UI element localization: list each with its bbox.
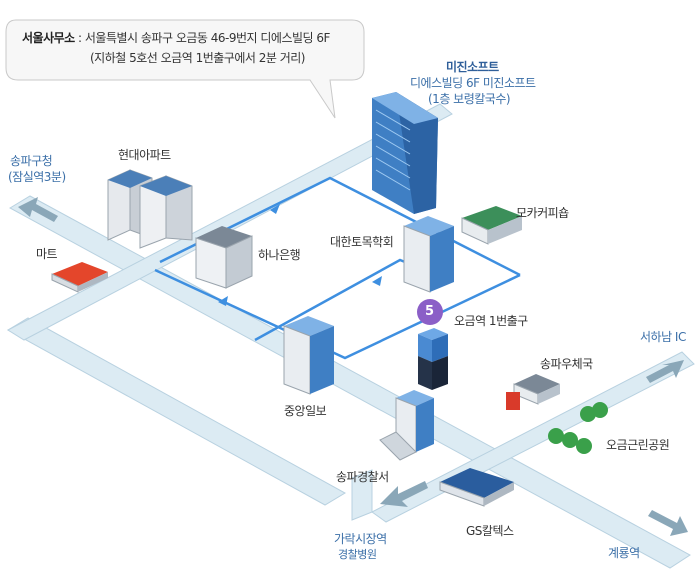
company-note: (1층 보령칼국수) — [428, 92, 511, 106]
roads — [6, 103, 695, 569]
label-hospital: 경찰병원 — [338, 548, 377, 561]
route-arrows — [218, 204, 382, 306]
hana-bank-icon — [195, 226, 253, 289]
address-line-1: 서울사무소 : 서울특별시 송파구 오금동 46-9번지 디에스빌딩 6F — [22, 31, 331, 45]
label-gs: GS칼텍스 — [466, 524, 514, 538]
arrow-seohanam — [646, 360, 684, 383]
subway-line-number: 5 — [425, 304, 434, 319]
ds-building-icon — [372, 92, 438, 214]
label-mart: 마트 — [36, 247, 58, 261]
label-police: 송파경찰서 — [336, 470, 389, 484]
road-bottom-left — [351, 469, 373, 521]
road-diagonal-main — [8, 195, 691, 569]
label-park: 오금근린공원 — [606, 438, 670, 452]
label-songpa-office: 송파구청 — [10, 154, 53, 168]
route-lower — [154, 268, 521, 360]
route-arrow-3 — [372, 276, 382, 286]
daehan-building-icon — [403, 216, 454, 293]
address-line-2: (지하철 5호선 오금역 1번출구에서 2분 거리) — [90, 51, 305, 65]
label-seohanam: 서하남 IC — [640, 330, 686, 344]
office-label: 서울사무소 — [22, 31, 75, 45]
label-mocha: 모카커피숍 — [516, 206, 569, 220]
arrow-songpa — [18, 197, 58, 222]
joongang-building-icon — [283, 316, 334, 395]
address-text: 서울사무소 : 서울특별시 송파구 오금동 46-9번지 디에스빌딩 6F (지… — [22, 28, 330, 68]
mart-icon — [51, 262, 108, 293]
gs-caltex-icon — [439, 468, 514, 507]
mocha-coffee-icon — [461, 206, 522, 245]
route-arrow-2 — [218, 296, 228, 306]
park-trees-icon — [548, 402, 608, 454]
label-hyundai: 현대아파트 — [118, 148, 171, 162]
road-arrows — [18, 197, 688, 536]
label-jamsil: (잠실역3분) — [8, 170, 66, 184]
subway-line-5-icon — [417, 299, 443, 325]
label-joongang: 중앙일보 — [284, 404, 327, 418]
label-ogeum-exit: 오금역 1번출구 — [454, 314, 528, 328]
callout-bubble — [5, 19, 365, 119]
label-daehan: 대한토목학회 — [330, 235, 394, 249]
hyundai-apartment-icon — [107, 169, 193, 249]
subway-exit-icon — [417, 299, 448, 390]
police-station-icon — [379, 390, 434, 461]
label-garak: 가락시장역 — [334, 532, 387, 546]
company-building: 디에스빌딩 6F 미진소프트 — [410, 76, 536, 90]
road-upper-right — [6, 103, 453, 341]
label-hana-bank: 하나은행 — [258, 248, 301, 262]
label-gyeryong: 계룡역 — [608, 546, 640, 560]
label-post-office: 송파우체국 — [540, 357, 593, 371]
address-line-1-text: 서울특별시 송파구 오금동 46-9번지 디에스빌딩 6F — [84, 31, 331, 45]
road-diagonal-lower — [6, 317, 347, 506]
route-arrow-1 — [270, 204, 280, 214]
arrow-garak — [380, 481, 428, 507]
company-name: 미진소프트 — [446, 60, 499, 74]
arrow-gyeryong — [648, 510, 688, 536]
address-callout — [5, 19, 365, 119]
post-office-icon — [506, 374, 560, 410]
